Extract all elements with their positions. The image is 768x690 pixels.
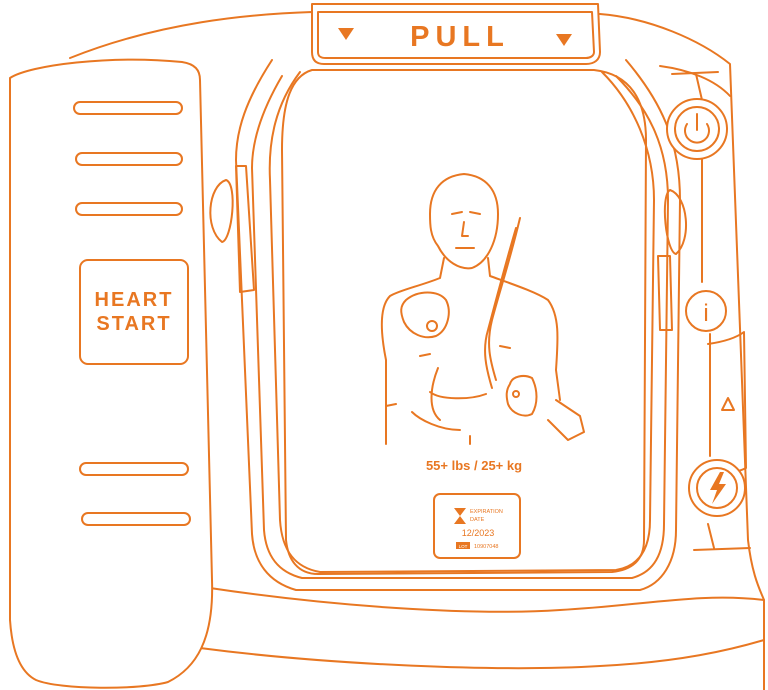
lid-middle-frame: [251, 75, 669, 579]
patient-face: [451, 211, 481, 249]
expiration-label-1: EXPIRATION: [470, 509, 503, 515]
device-inner-rim: [659, 65, 731, 97]
expiration-value: 12/2023: [462, 528, 495, 538]
patient-torso: [380, 257, 561, 445]
brand-line-2: START: [96, 313, 171, 335]
weight-label: 55+ lbs / 25+ kg: [426, 458, 522, 473]
patient-chest: [419, 345, 511, 421]
handle-grip-line: [79, 462, 189, 476]
control-strip-line: [671, 71, 751, 551]
shock-button[interactable]: [696, 467, 738, 509]
pull-label: PULL: [410, 21, 510, 53]
lid-inner-frame: [268, 71, 655, 573]
caution-triangle-icon: [721, 397, 735, 411]
left-hinge-knob: [209, 179, 234, 243]
triangle-down-icon: [556, 34, 572, 46]
brand-plate: [79, 259, 189, 365]
info-button[interactable]: [685, 290, 727, 332]
patient-figure: [380, 173, 585, 445]
patient-head: [429, 173, 499, 270]
device-base-outline: [209, 587, 765, 613]
right-latch: [657, 255, 673, 331]
handle-grip-line: [81, 512, 191, 526]
pad-connector: [512, 390, 520, 398]
expiration-label-2: DATE: [470, 517, 485, 523]
carry-handle: [9, 58, 214, 689]
device-bottom-edge: [199, 639, 765, 670]
power-icon: [684, 123, 710, 144]
lot-badge-text: LOT: [459, 544, 468, 549]
pad-upper-right-chest: [400, 291, 450, 339]
pull-tab[interactable]: [311, 3, 601, 65]
triangle-down-icon: [338, 28, 354, 40]
device-body-outline: [69, 11, 765, 690]
lot-badge: [456, 542, 470, 549]
brand-line-1: HEART: [95, 289, 174, 311]
power-button[interactable]: [674, 106, 720, 152]
hourglass-icon: [454, 508, 466, 524]
pad-connector: [426, 320, 438, 332]
handle-grip-line: [75, 152, 183, 166]
pull-tab-inner: [317, 11, 595, 59]
cartridge-label: [433, 493, 521, 559]
pad-screen: [281, 69, 647, 575]
shock-lightning-icon: [710, 472, 726, 504]
pad-cable: [484, 217, 521, 389]
handle-grip-line: [75, 202, 183, 216]
lot-number: 10907048: [474, 544, 498, 550]
pad-lower-left-side: [505, 375, 538, 417]
info-icon: i: [703, 300, 708, 327]
handle-grip-line: [73, 101, 183, 115]
patient-details: [385, 399, 585, 445]
